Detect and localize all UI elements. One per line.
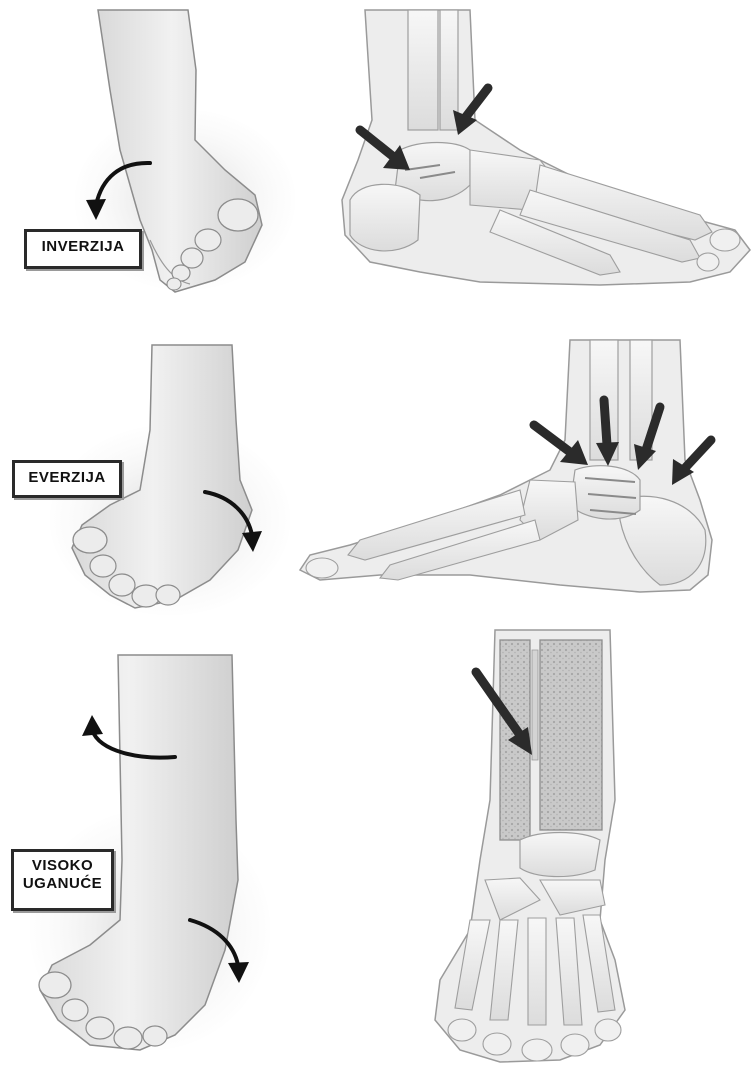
eversion-panel (50, 340, 712, 615)
eversion-label: EVERZIJA (12, 460, 122, 498)
eversion-anatomy-illustration (300, 340, 712, 592)
inversion-panel (75, 10, 750, 292)
high-sprain-label-line-1: VISOKO (22, 857, 103, 875)
high-sprain-label-line-2: UGANUĆE (22, 875, 103, 893)
high-sprain-panel (30, 630, 625, 1062)
eversion-label-line: EVERZIJA (23, 469, 111, 487)
inversion-label-line: INVERZIJA (35, 238, 131, 256)
inversion-anatomy-illustration (342, 10, 750, 285)
high-sprain-label: VISOKO UGANUĆE (11, 849, 114, 911)
inversion-label: INVERZIJA (24, 229, 142, 269)
high-sprain-anatomy-illustration (435, 630, 625, 1062)
